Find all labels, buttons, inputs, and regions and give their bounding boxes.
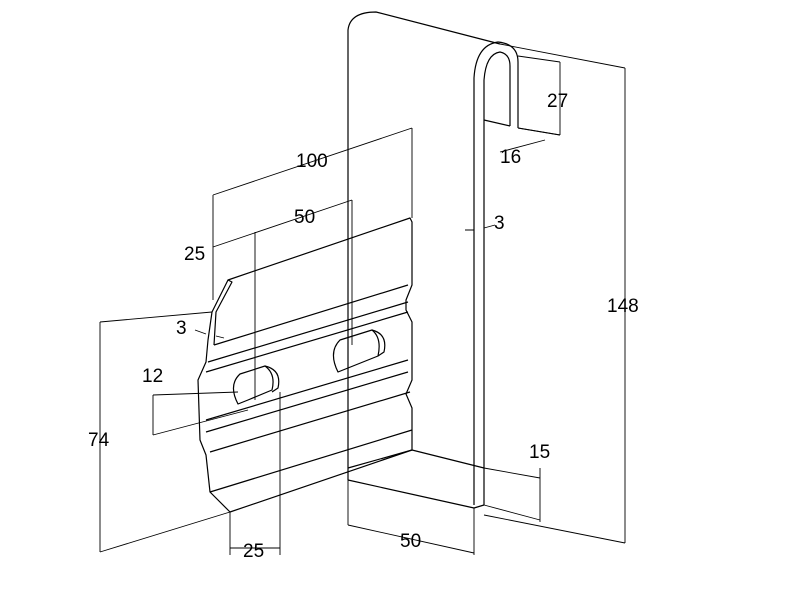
dim-hook-depth: 27 bbox=[547, 91, 568, 112]
dim-base-height: 15 bbox=[529, 442, 550, 463]
dim-plate-thickness: 3 bbox=[176, 318, 187, 339]
dim-total-height: 148 bbox=[607, 296, 639, 317]
dim-overall-width: 100 bbox=[296, 151, 328, 172]
dim-slot-width: 25 bbox=[243, 541, 264, 562]
dimension-labels: 100 50 25 3 12 74 25 50 15 148 27 16 3 bbox=[88, 91, 639, 562]
dim-plate-height: 74 bbox=[88, 430, 110, 451]
dim-slot-height: 12 bbox=[142, 366, 163, 387]
dim-slot-offset: 25 bbox=[184, 244, 205, 265]
dim-base-depth: 50 bbox=[400, 531, 421, 552]
dim-slot-spacing: 50 bbox=[294, 207, 315, 228]
dim-back-thickness: 3 bbox=[494, 213, 505, 234]
dim-hook-width: 16 bbox=[500, 147, 521, 168]
dimension-lines bbox=[99, 43, 626, 555]
bracket-part bbox=[197, 11, 519, 513]
